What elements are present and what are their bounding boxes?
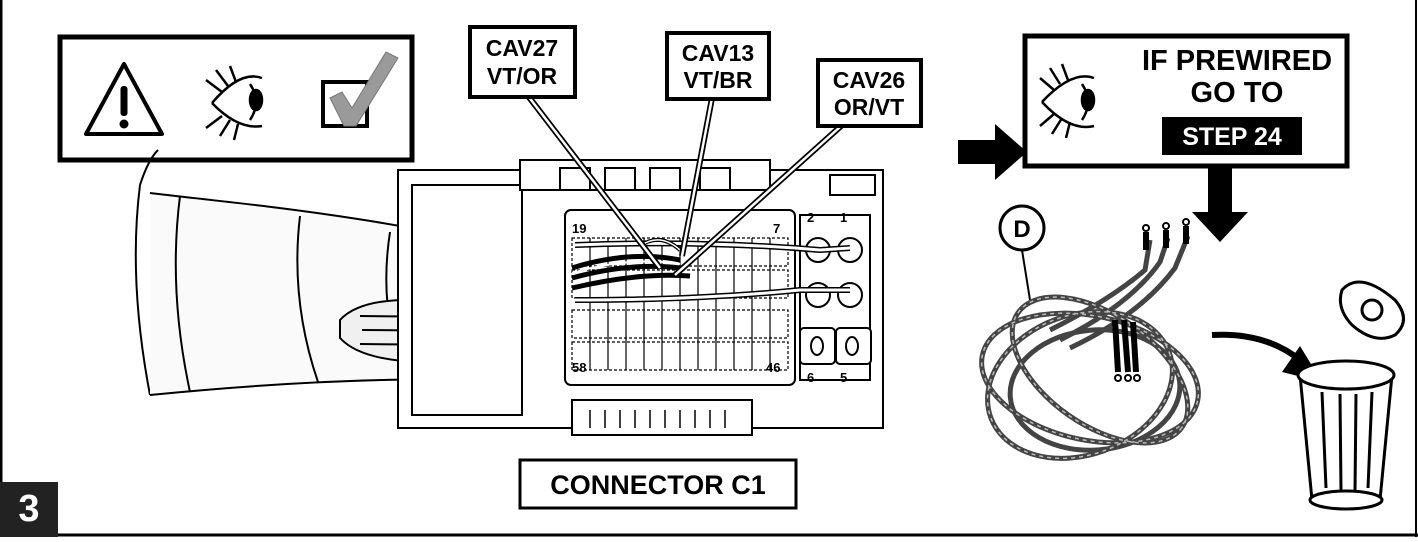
pin-label-7: 7 xyxy=(773,221,780,236)
wire-leads-black xyxy=(1112,226,1189,373)
trash-can-icon xyxy=(1296,280,1405,511)
pin-label-19: 19 xyxy=(572,221,586,236)
callout-cav13-number: CAV13 xyxy=(682,40,754,66)
warning-triangle-icon xyxy=(84,62,164,136)
wire-lead-tips xyxy=(1114,218,1190,382)
right-arrow-icon xyxy=(958,124,1027,180)
down-arrow-icon xyxy=(1192,168,1248,242)
harness-item-letter: D xyxy=(1013,216,1030,243)
check-box-icon xyxy=(321,51,399,128)
pin-label-6: 6 xyxy=(807,370,814,385)
eye-icon xyxy=(1039,63,1096,139)
harness-item-callout: D xyxy=(998,204,1046,301)
prewired-line1: IF PREWIRED xyxy=(1142,45,1332,77)
callout-leader-lines xyxy=(522,90,853,278)
callout-cav26: CAV26 OR/VT xyxy=(816,58,923,128)
pin-label-1: 1 xyxy=(840,210,847,225)
connector-label-text: CONNECTOR C1 xyxy=(550,470,766,500)
callout-cav27: CAV27 VT/OR xyxy=(468,25,577,99)
inspect-eye-icon xyxy=(205,65,264,141)
coiled-wire-harness xyxy=(979,235,1201,461)
connector-c1-body xyxy=(397,159,884,436)
pin-label-58: 58 xyxy=(572,360,586,375)
callout-cav13-color: VT/BR xyxy=(684,67,753,93)
coiled-wire-strands xyxy=(980,296,1200,460)
inspection-icons-box xyxy=(57,34,415,163)
callout-cav13: CAV13 VT/BR xyxy=(665,31,771,101)
callout-cav26-number: CAV26 xyxy=(833,67,905,93)
pin-label-46: 46 xyxy=(766,360,780,375)
step-link-badge[interactable] xyxy=(1162,117,1302,155)
step-link-text[interactable]: STEP 24 xyxy=(1182,123,1282,151)
callout-cav27-color: VT/OR xyxy=(487,63,558,89)
callout-cav26-color: OR/VT xyxy=(834,94,904,120)
prewired-line2: GO TO xyxy=(1191,77,1284,109)
pin-label-2: 2 xyxy=(807,210,814,225)
step-number-badge: 3 xyxy=(0,482,58,537)
connector-label: CONNECTOR C1 xyxy=(518,458,798,510)
pin-label-5: 5 xyxy=(840,370,847,385)
prewired-note-box: IF PREWIRED GO TO STEP 24 xyxy=(1022,33,1350,169)
callout-cav27-number: CAV27 xyxy=(486,35,558,61)
